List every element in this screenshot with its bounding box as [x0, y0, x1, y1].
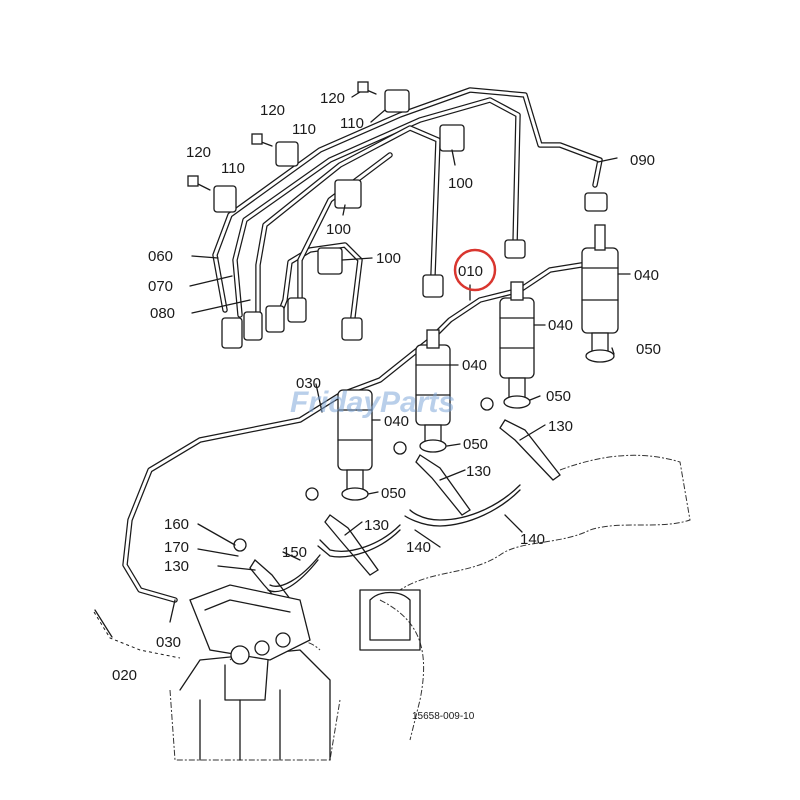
label-100-top: 100: [448, 175, 473, 192]
label-070: 070: [148, 278, 173, 295]
glow-plug-leads: [267, 484, 521, 593]
label-010: 010: [458, 263, 483, 280]
label-110-top: 110: [340, 115, 364, 132]
label-170: 170: [164, 539, 189, 556]
label-160: 160: [164, 516, 189, 533]
watermark-logo: FridayParts: [290, 386, 455, 419]
drawing-code: 15658-009-10: [412, 711, 475, 722]
label-040-right: 040: [634, 267, 659, 284]
injection-pipes: [122, 87, 603, 603]
label-120-top: 120: [320, 90, 345, 107]
label-150: 150: [282, 544, 307, 561]
injectors: [337, 224, 619, 501]
label-120-left: 120: [186, 144, 211, 161]
label-020: 020: [112, 667, 137, 684]
label-130-left: 130: [364, 517, 389, 534]
part-labels: 120 110 120 110 120 110 100 100 100 090 …: [112, 90, 661, 684]
label-030-bottom: 030: [156, 634, 181, 651]
label-050-right: 050: [636, 341, 661, 358]
label-040-second: 040: [548, 317, 573, 334]
label-130-mid: 130: [466, 463, 491, 480]
label-060: 060: [148, 248, 173, 265]
label-030-top: 030: [296, 375, 321, 392]
label-040-fourth: 040: [384, 413, 409, 430]
label-050-fourth: 050: [381, 485, 406, 502]
label-110-left: 110: [221, 160, 245, 177]
label-040-third: 040: [462, 357, 487, 374]
label-140-right: 140: [520, 531, 545, 548]
glow-plugs: [233, 397, 561, 617]
leader-lines: [93, 91, 631, 659]
pipe-clamps: [187, 81, 465, 275]
label-080: 080: [150, 305, 175, 322]
label-110-mid: 110: [292, 121, 316, 138]
pipe-nuts: [221, 192, 608, 349]
label-050-third: 050: [463, 436, 488, 453]
label-130-pump: 130: [164, 558, 189, 575]
label-140-left: 140: [406, 539, 431, 556]
injection-pump: [189, 584, 311, 701]
highlight-circle: [453, 248, 497, 292]
label-090: 090: [630, 152, 655, 169]
label-130-right: 130: [548, 418, 573, 435]
engine-block-outline: [169, 454, 691, 761]
label-120-mid: 120: [260, 102, 285, 119]
label-100-right: 100: [376, 250, 401, 267]
label-100-mid: 100: [326, 221, 351, 238]
label-050-second: 050: [546, 388, 571, 405]
